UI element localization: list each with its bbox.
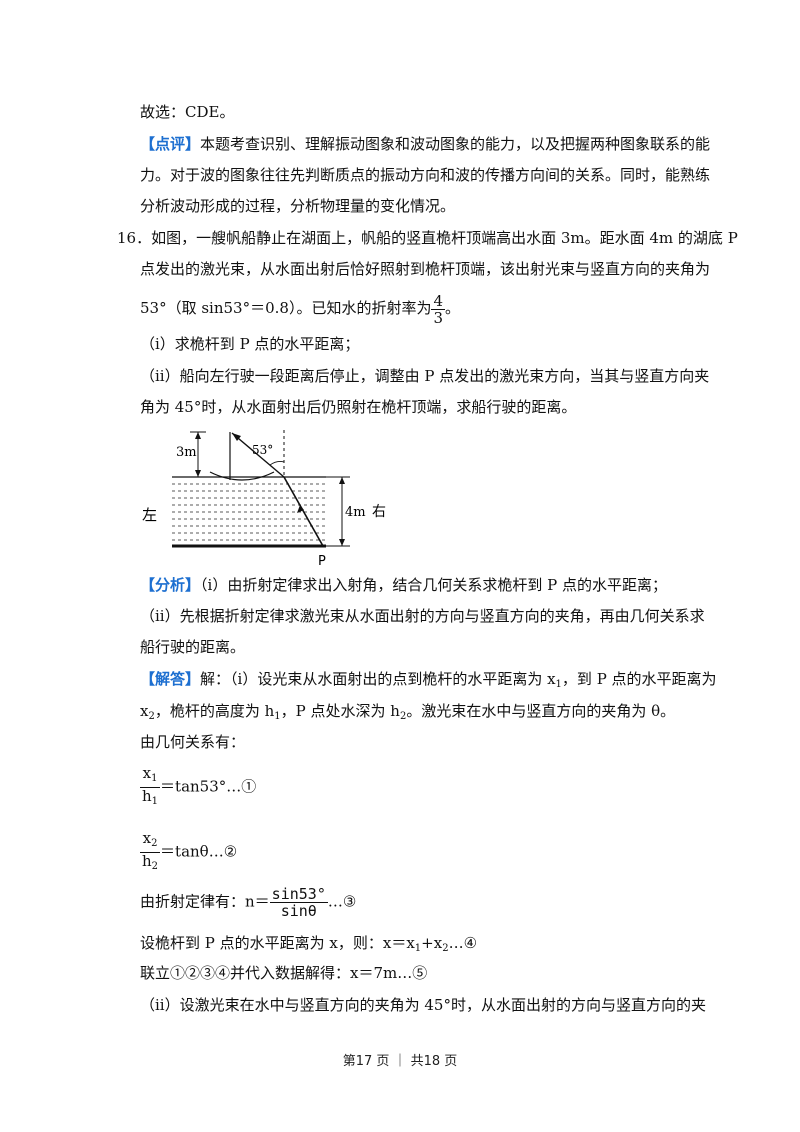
height-3m-label: 3m: [176, 445, 197, 460]
eq3-numerator: sin53°: [269, 885, 328, 903]
analysis-tag: 【分析】: [140, 576, 201, 594]
subscript: 1: [555, 679, 562, 690]
comment-text-1: 本题考查识别、理解振动图象和波动图象的能力，以及把握两种图象联系的能: [200, 135, 711, 153]
combined-result-line: 联立①②③④并代入数据解得：x＝7m…⑤: [140, 964, 428, 982]
fraction-numerator: 4: [431, 291, 446, 310]
distance-line: 设桅杆到 P 点的水平距离为 x，则：x＝x1+x2…④: [140, 932, 477, 960]
eq2-denominator: h: [142, 852, 152, 870]
eq2-numerator: x: [142, 829, 152, 847]
equation-2: x2 h2 ＝tanθ…②: [140, 830, 237, 875]
equation-3: 由折射定律有：n＝ sin53° sinθ …③: [140, 886, 356, 919]
analysis-line-3: 船行驶的距离。: [140, 638, 246, 656]
subscript: 2: [151, 838, 158, 849]
subquestion-ii-line-1: （ii）船向左行驶一段距离后停止，调整由 P 点发出的激光束方向，当其与竖直方向…: [140, 367, 710, 385]
part-ii-solution-line: （ii）设激光束在水中与竖直方向的夹角为 45°时，从水面出射的方向与竖直方向的…: [140, 996, 706, 1014]
answer-line: 故选：CDE。: [140, 103, 235, 121]
eq3-lead: 由折射定律有：n＝: [140, 892, 270, 911]
analysis-line-2: （ii）先根据折射定律求激光束从水面出射的方向与竖直方向的夹角，再由几何关系求: [140, 607, 705, 625]
subscript: 1: [414, 943, 422, 954]
subscript: 1: [151, 796, 159, 807]
eq1-rhs: ＝tan53°…①: [160, 777, 257, 796]
light-ray-air: [231, 432, 285, 478]
solution-line-2: x2，桅杆的高度为 h1，P 点处水深为 h2。激光束在水中与竖直方向的夹角为 …: [140, 700, 675, 728]
equation-1-fraction: x1 h1: [140, 764, 161, 810]
water-area: [172, 476, 326, 541]
depth-4m-label: 4m: [345, 505, 366, 520]
eq3-denominator: sinθ: [280, 902, 317, 920]
solution-text-1a: 解：（i）设光束从水面射出的点到桅杆的水平距离为 x: [200, 670, 556, 688]
eq1-numerator: x: [142, 764, 152, 782]
point-p-label: P: [318, 554, 326, 569]
fraction-denominator: 3: [433, 308, 444, 327]
subquestion-i: （i）求桅杆到 P 点的水平距离；: [140, 335, 360, 353]
question-16-text-3: 53°（取 sin53°＝0.8）。已知水的折射率为: [140, 299, 432, 317]
distance-text-a: 设桅杆到 P 点的水平距离为 x，则：x＝x: [140, 934, 415, 952]
solution-text-2c: ，P 点处水深为 h: [280, 702, 400, 720]
angle-label: 53°: [252, 443, 273, 457]
geometry-relation-line: 由几何关系有：: [140, 733, 246, 751]
right-label: 右: [372, 504, 386, 520]
equation-1: x1 h1 ＝tan53°…①: [140, 765, 256, 810]
subscript: 2: [148, 711, 155, 722]
equation-2-fraction: x2 h2: [140, 829, 161, 875]
solution-line-1: 【解答】解：（i）设光束从水面射出的点到桅杆的水平距离为 x1，到 P 点的水平…: [140, 668, 717, 696]
subscript: 2: [399, 711, 407, 722]
question-16-text-3-end: 。: [445, 299, 461, 317]
comment-line-1: 【点评】本题考查识别、理解振动图象和波动图象的能力，以及把握两种图象联系的能: [140, 133, 710, 155]
eq2-rhs: ＝tanθ…②: [160, 842, 238, 861]
comment-line-3: 分析波动形成的过程，分析物理量的变化情况。: [140, 197, 456, 215]
light-ray-water: [283, 476, 324, 547]
question-16-line-2: 点发出的激光束，从水面出射后恰好照射到桅杆顶端，该出射光束与竖直方向的夹角为: [140, 260, 711, 278]
solution-text-1b: ，到 P 点的水平距离为: [561, 670, 717, 688]
subscript: 1: [274, 711, 281, 722]
boat-hull: [209, 471, 275, 481]
eq1-denominator: h: [142, 787, 152, 805]
distance-text-c: …④: [448, 934, 478, 952]
subscript: 2: [151, 861, 159, 872]
subscript: 2: [442, 943, 449, 954]
analysis-line-1: 【分析】（i）由折射定律求出入射角，结合几何关系求桅杆到 P 点的水平距离；: [140, 574, 667, 596]
distance-text-b: +x: [421, 934, 443, 952]
solution-text-2d: 。激光束在水中与竖直方向的夹角为 θ。: [406, 702, 676, 720]
eq3-rhs: …③: [327, 892, 357, 911]
comment-line-2: 力。对于波的图象往往先判断质点的振动方向和波的传播方向间的关系。同时，能熟练: [140, 166, 711, 184]
analysis-text-1: （i）由折射定律求出入射角，结合几何关系求桅杆到 P 点的水平距离；: [200, 576, 667, 594]
question-16-line-1: 16．如图，一艘帆船静止在湖面上，帆船的竖直桅杆顶端高出水面 3m。距水面 4m…: [117, 229, 738, 247]
equation-3-fraction: sin53° sinθ: [269, 885, 328, 920]
sailboat-diagram: 3m 53° 4m 右 左 P: [142, 430, 386, 569]
solution-text-2a: x: [140, 702, 149, 720]
subquestion-ii-line-2: 角为 45°时，从水面射出后仍照射在桅杆顶端，求船行驶的距离。: [140, 398, 577, 416]
solution-tag: 【解答】: [140, 670, 201, 688]
solution-text-2b: ，桅杆的高度为 h: [154, 702, 275, 720]
left-label: 左: [142, 506, 157, 524]
comment-tag: 【点评】: [140, 135, 201, 153]
page-footer: 第17 页 ｜ 共18 页: [342, 1054, 458, 1069]
subscript: 1: [151, 773, 158, 784]
